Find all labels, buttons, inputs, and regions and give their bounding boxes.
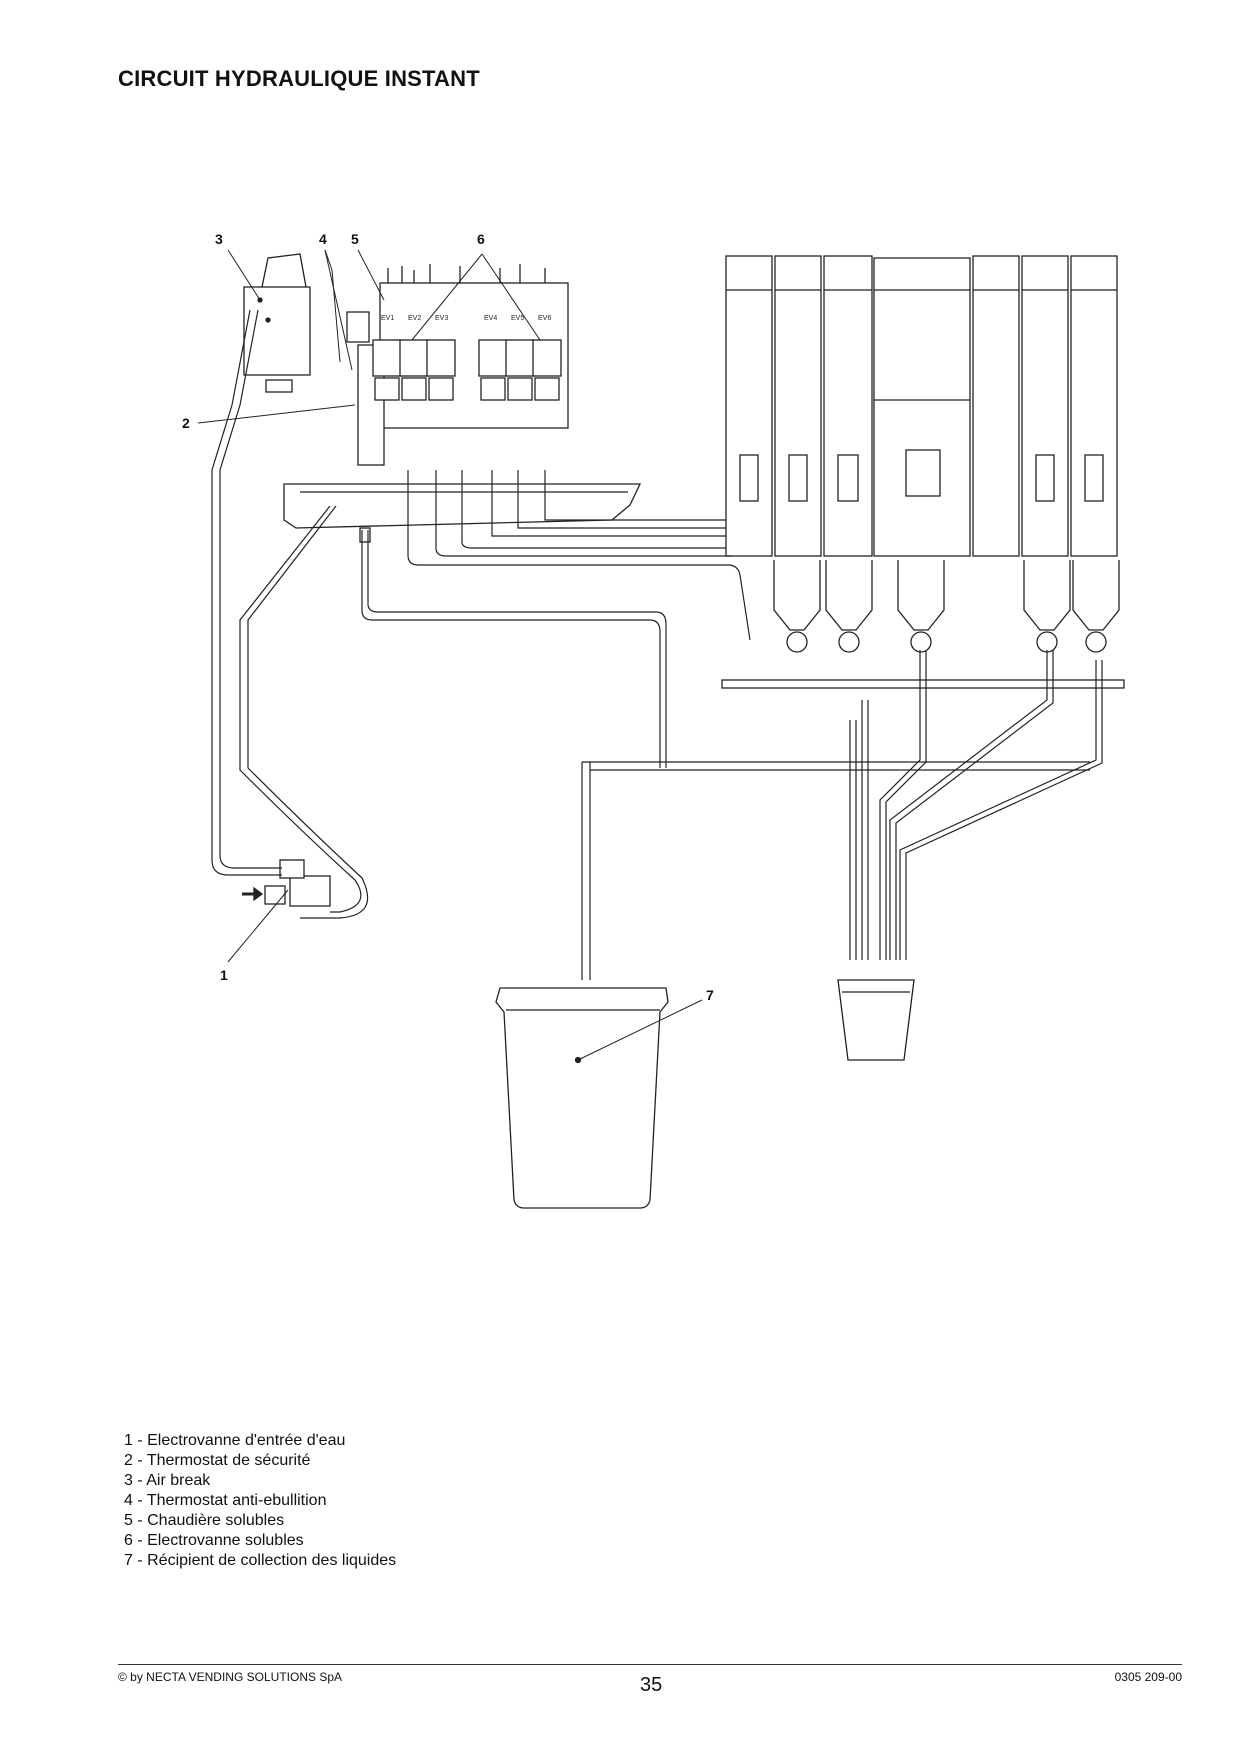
callout-group: 1 2 3 4 5 6 7 [182,231,714,1003]
document-code: 0305 209-00 [1114,1670,1182,1684]
page-number: 35 [640,1674,663,1696]
canisters [725,255,1118,557]
leader-lines [197,249,703,1061]
legend-item: 6 - Electrovanne solubles [124,1532,304,1549]
inlet-valve [242,859,331,907]
callout-3: 3 [215,231,223,247]
valve-label-group: EV1 EV2 EV3 EV4 EV5 EV6 [381,315,551,322]
tubing [211,309,1103,980]
callout-1: 1 [220,967,228,983]
solenoid-valves [372,339,562,401]
callout-7: 7 [706,987,714,1003]
callout-5: 5 [351,231,359,247]
air-break [243,253,311,393]
footer-divider [118,1664,1182,1665]
legend-item: 1 - Electrovanne d'entrée d'eau [124,1432,346,1449]
footer-copyright: © by NECTA VENDING SOLUTIONS SpA [118,1670,343,1684]
legend-item: 2 - Thermostat de sécurité [124,1452,311,1469]
callout-2: 2 [182,415,190,431]
legend-item: 4 - Thermostat anti-ebullition [124,1492,327,1509]
valve-label: EV6 [538,315,551,322]
valve-label: EV4 [484,315,497,322]
callout-6: 6 [477,231,485,247]
cup [837,979,915,1061]
callout-4: 4 [319,231,327,247]
waste-bucket [495,987,669,1209]
valve-label: EV1 [381,315,394,322]
legend-list: 1 - Electrovanne d'entrée d'eau 2 - Ther… [124,1431,396,1571]
page-title: CIRCUIT HYDRAULIQUE INSTANT [118,66,480,91]
valve-label: EV2 [408,315,421,322]
legend-item: 7 - Récipient de collection des liquides [124,1552,397,1569]
valve-label: EV3 [435,315,448,322]
legend-item: 3 - Air break [124,1472,211,1489]
legend-item: 5 - Chaudière solubles [124,1512,285,1529]
mixing-bowls [721,560,1125,689]
valve-label: EV5 [511,315,524,322]
